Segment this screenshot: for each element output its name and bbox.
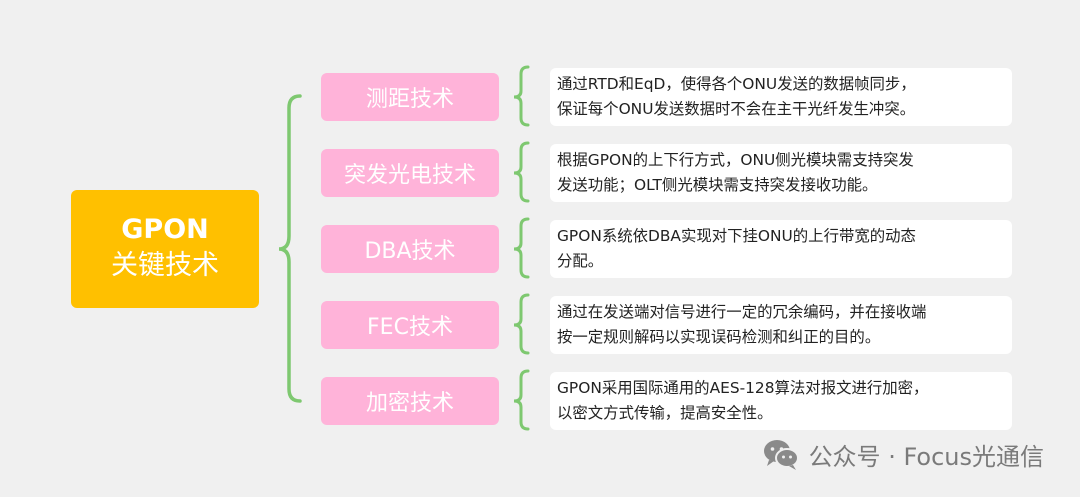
desc-line: 分配。 xyxy=(557,252,604,270)
desc-line: 以密文方式传输，提高安全性。 xyxy=(557,404,773,422)
small-bracket-3 xyxy=(513,217,530,279)
desc-line: 根据GPON的上下行方式，ONU侧光模块需支持突发 xyxy=(557,151,914,169)
desc-node-ranging: 通过RTD和EqD，使得各个ONU发送的数据帧同步， 保证每个ONU发送数据时不… xyxy=(550,68,1012,126)
desc-node-encryption: GPON采用国际通用的AES-128算法对报文进行加密， 以密文方式传输，提高安… xyxy=(550,372,1012,430)
main-bracket xyxy=(278,94,302,403)
wechat-icon xyxy=(763,440,799,470)
tech-node-fec: FEC技术 xyxy=(321,301,499,349)
root-node: GPON 关键技术 xyxy=(71,190,259,308)
desc-line: GPON系统依DBA实现对下挂ONU的上行带宽的动态 xyxy=(557,227,916,245)
desc-node-fec: 通过在发送端对信号进行一定的冗余编码，并在接收端 按一定规则解码以实现误码检测和… xyxy=(550,296,1012,354)
watermark: 公众号 · Focus光通信 xyxy=(761,436,1044,472)
tech-node-dba: DBA技术 xyxy=(321,225,499,273)
tech-node-ranging: 测距技术 xyxy=(321,73,499,121)
desc-line: 发送功能；OLT侧光模块需支持突发接收功能。 xyxy=(557,176,878,194)
desc-line: 按一定规则解码以实现误码检测和纠正的目的。 xyxy=(557,328,881,346)
small-bracket-1 xyxy=(513,65,530,127)
desc-line: GPON采用国际通用的AES-128算法对报文进行加密， xyxy=(557,379,929,397)
tech-node-encryption: 加密技术 xyxy=(321,377,499,425)
tech-node-burst-optical: 突发光电技术 xyxy=(321,149,499,197)
desc-line: 通过在发送端对信号进行一定的冗余编码，并在接收端 xyxy=(557,303,927,321)
watermark-text: 公众号 · Focus光通信 xyxy=(808,442,1044,471)
root-title-line2: 关键技术 xyxy=(111,250,219,281)
small-bracket-4 xyxy=(513,293,530,355)
small-bracket-2 xyxy=(513,141,530,203)
root-title-line1: GPON xyxy=(121,214,209,245)
desc-line: 通过RTD和EqD，使得各个ONU发送的数据帧同步， xyxy=(557,75,916,93)
small-bracket-5 xyxy=(513,369,530,431)
desc-node-dba: GPON系统依DBA实现对下挂ONU的上行带宽的动态 分配。 xyxy=(550,220,1012,278)
desc-node-burst-optical: 根据GPON的上下行方式，ONU侧光模块需支持突发 发送功能；OLT侧光模块需支… xyxy=(550,144,1012,202)
desc-line: 保证每个ONU发送数据时不会在主干光纤发生冲突。 xyxy=(557,100,916,118)
